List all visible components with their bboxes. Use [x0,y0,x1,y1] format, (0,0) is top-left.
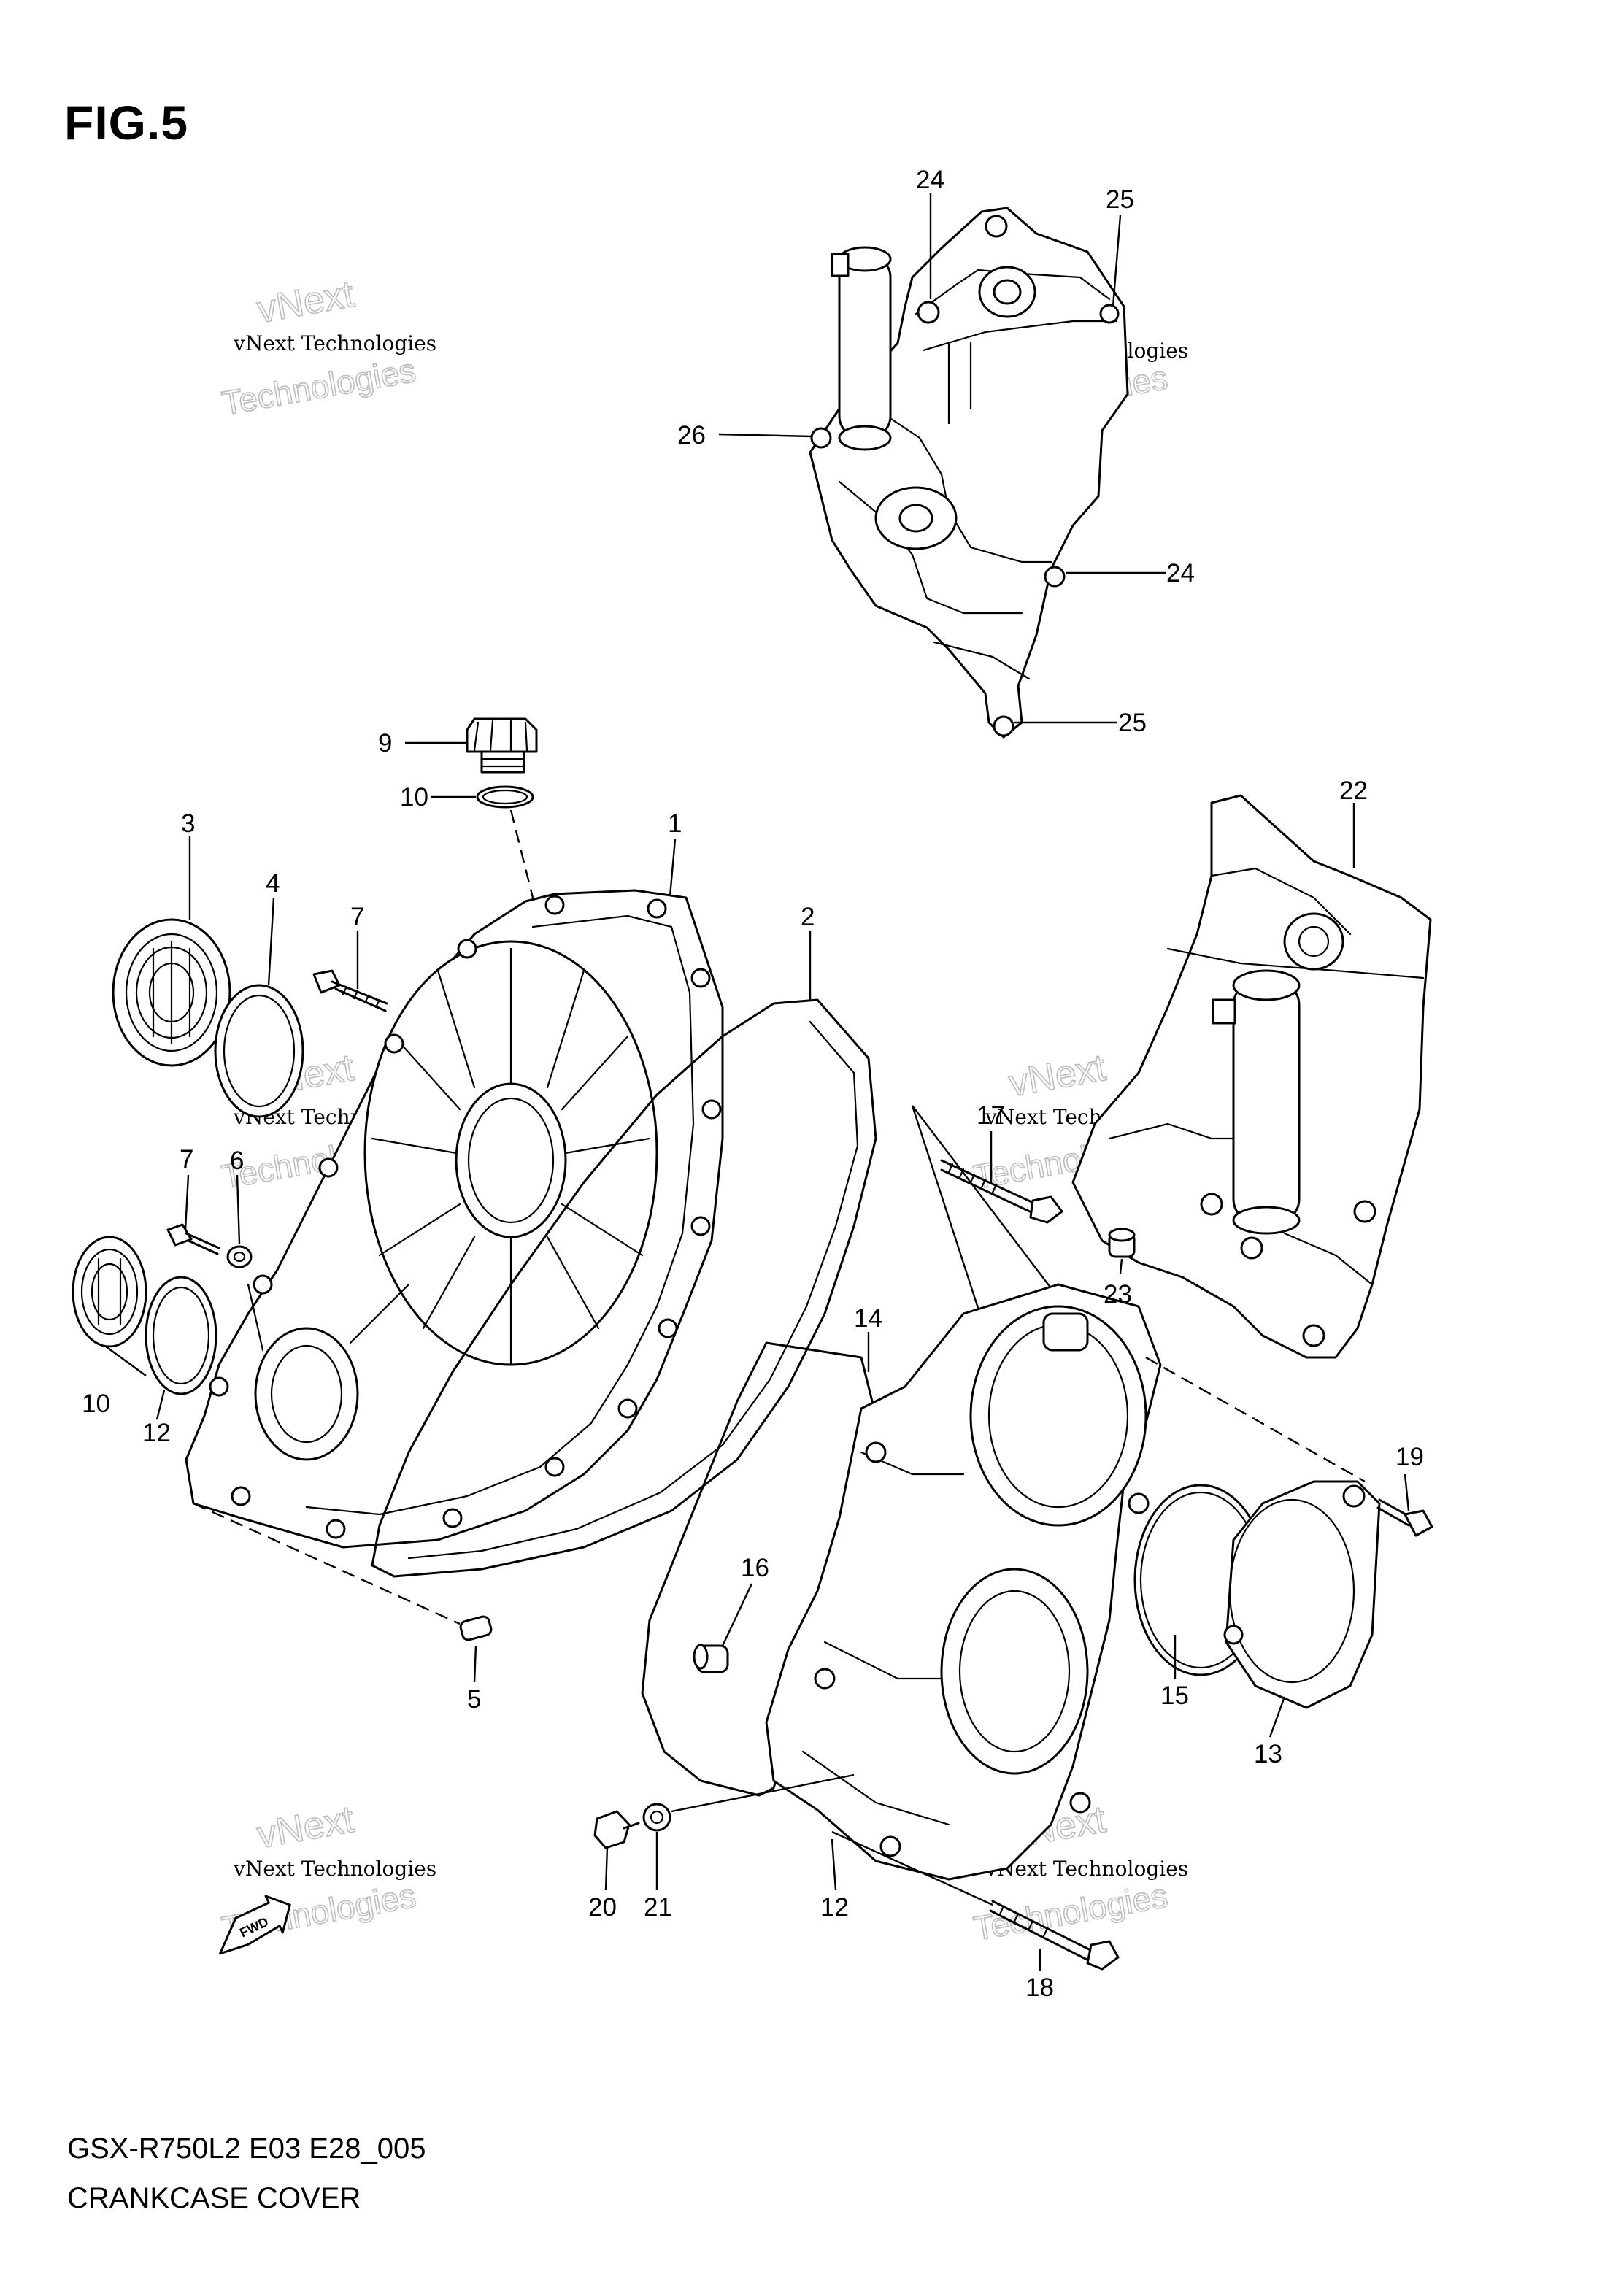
watermark-top-left: vNext Technologies vNext Technologies [218,272,436,423]
callout-9: 10 [400,783,428,812]
section-name: CRANKCASE COVER [67,2182,361,2214]
bolt-17 [940,1159,1063,1224]
clutch-inspection-cap [112,918,231,1067]
callout-12: 12 [820,1893,849,1922]
bolt-7-upper [312,969,388,1012]
callout-7-lower: 7 [180,1145,193,1174]
assembly-line [831,1830,993,1906]
generator-cap [1223,1480,1381,1709]
callout-21: 21 [644,1893,672,1922]
callout-15: 15 [1160,1681,1189,1710]
dowel-pin-5 [459,1615,493,1641]
watermark-logo-text: vNext [1006,1047,1109,1105]
clutch-cover [185,889,724,1549]
callout-4: 4 [266,869,280,898]
callout-23: 23 [1104,1280,1132,1309]
bolt-18 [989,1900,1120,1971]
bolt-7-lower [166,1223,220,1255]
washer-6 [226,1245,253,1268]
o-ring-11 [145,1276,217,1395]
callout-7-upper: 7 [350,903,364,931]
cover-gasket-inner [407,1020,859,1560]
callout-3: 3 [181,809,195,838]
callout-25-bottom: 25 [1118,709,1147,737]
callout-1: 1 [668,809,682,838]
callout-18: 18 [1025,1973,1054,2002]
callout-2: 2 [801,903,815,931]
watermark-text: vNext Technologies [233,331,436,355]
cover-gasket [371,998,877,1578]
sprocket-cover [1071,794,1432,1359]
watermark-logo-text: vNext [254,273,358,331]
callout-17: 17 [977,1101,1005,1130]
callout-11: 12 [142,1419,171,1447]
callout-14: 14 [854,1304,882,1333]
o-ring-4-inner [223,994,296,1108]
sprocket-cover-bracket [809,207,1129,739]
callout-24-top: 24 [916,166,944,194]
watermark-text: vNext Technologies [985,1857,1188,1881]
dowel-pin-16 [693,1644,729,1673]
callout-16: 16 [741,1554,769,1582]
gasket-21 [642,1803,671,1832]
callout-20: 20 [588,1893,617,1922]
callout-8: 9 [378,729,392,758]
magneto-cover [765,1283,1162,1881]
callout-19: 19 [1395,1443,1424,1471]
callout-22: 22 [1339,777,1368,805]
callout-5: 5 [467,1685,481,1714]
callout-25-top: 25 [1106,185,1134,214]
callout-26: 26 [677,421,706,450]
callout-10: 10 [82,1390,110,1418]
o-ring-4 [214,984,304,1118]
assembly-line [912,1105,1052,1289]
model-code: GSX-R750L2 E03 E28_005 [67,2133,426,2165]
washer-6-hole [233,1251,246,1263]
bolt-19 [1376,1498,1433,1537]
assembly-line [193,1502,461,1625]
assembly-line [509,809,534,898]
assembly-line [1145,1356,1366,1483]
callout-24-right: 24 [1166,559,1195,588]
assembly-line [671,1773,855,1813]
oil-filler-cap [466,717,538,774]
bolt-20 [593,1810,640,1849]
callout-labels: 24 25 26 24 25 9 10 1 2 3 4 7 7 6 10 12 … [82,166,1424,2002]
watermark-text: vNext Technologies [233,1857,436,1881]
o-ring-11-inner [152,1286,210,1385]
callout-13: 13 [1254,1740,1282,1768]
watermark-logo-text: Technologies [219,351,418,423]
callout-6: 6 [230,1147,244,1175]
timing-inspection-cap [72,1236,147,1348]
figure-title: FIG.5 [64,96,189,150]
leader-lines [105,193,1410,1971]
watermark-logo-text: vNext [254,1798,358,1857]
o-ring-9-inner [482,789,528,805]
dowel-pin-23 [1108,1228,1136,1258]
gasket-21-hole [650,1810,664,1825]
